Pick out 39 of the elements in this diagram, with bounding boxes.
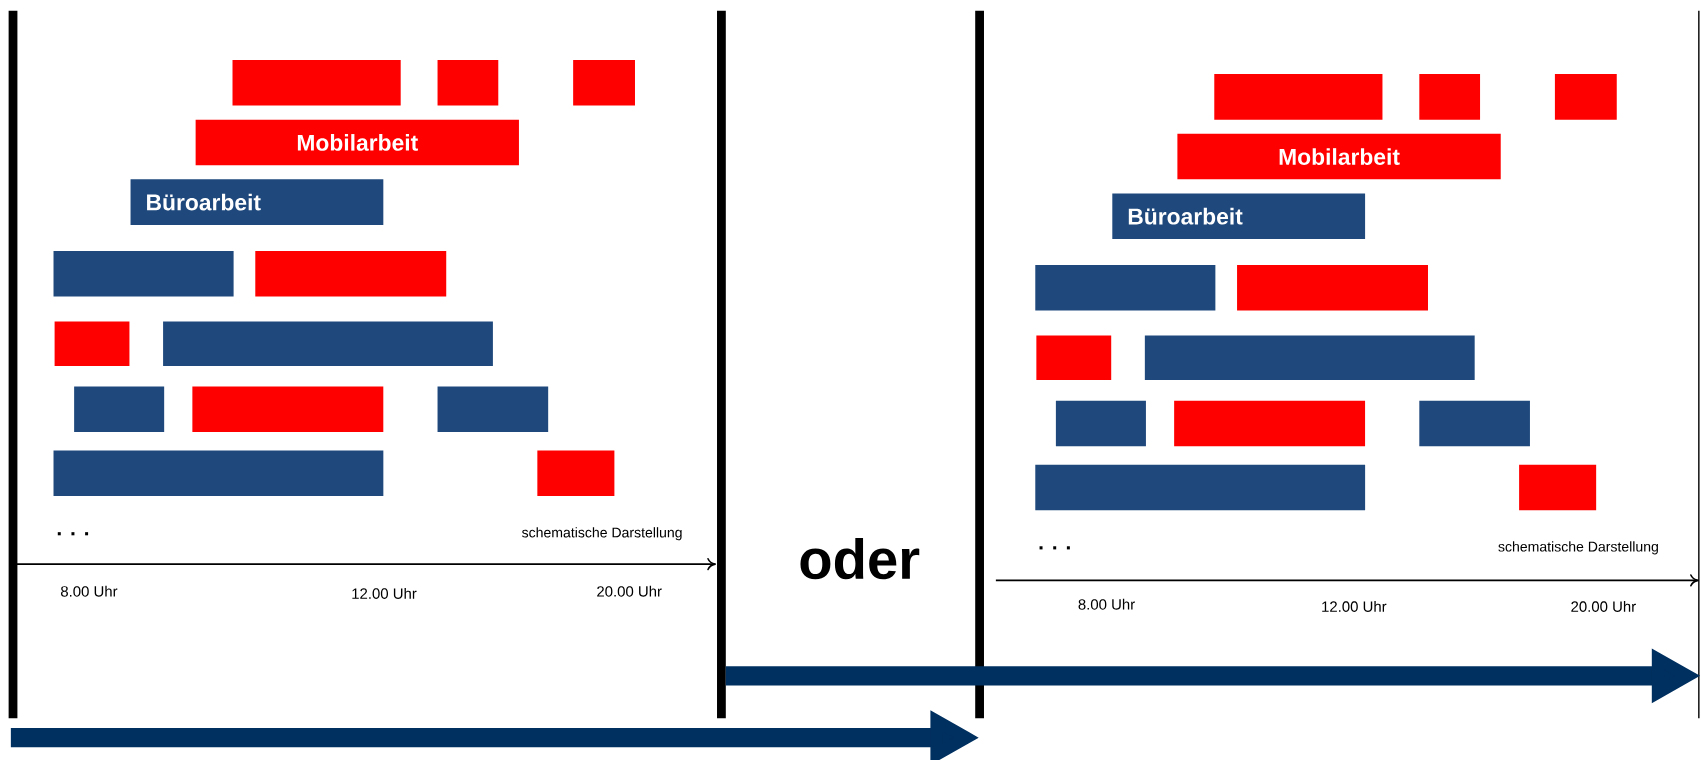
time-bar [1144, 335, 1475, 380]
time-label: 20.00 Uhr [1571, 600, 1636, 612]
time-bar [1035, 464, 1366, 510]
time-bar [437, 386, 549, 432]
time-bar [1419, 400, 1530, 446]
time-bar: Mobilarbeit [1177, 133, 1501, 180]
time-label: 12.00 Uhr [1322, 600, 1387, 612]
time-bar [1174, 400, 1366, 446]
time-bar: Büroarbeit [130, 179, 384, 225]
time-bar [163, 321, 493, 366]
time-bar [1419, 73, 1481, 120]
time-bar [54, 321, 130, 366]
time-bar [573, 59, 635, 106]
time-label: 8.00 Uhr [61, 585, 118, 597]
time-bar [255, 250, 447, 297]
time-label: 20.00 Uhr [597, 585, 662, 597]
time-bar [1036, 335, 1112, 380]
time-bar [1055, 400, 1146, 446]
time-bar [1035, 264, 1216, 311]
time-bar [53, 450, 384, 496]
conjunction-text: oder [800, 537, 920, 580]
time-bar [74, 386, 165, 432]
time-bar: Mobilarbeit [195, 119, 519, 165]
time-bar [53, 250, 234, 297]
time-bar [1519, 464, 1597, 510]
time-bar [1554, 73, 1617, 120]
time-bar [192, 386, 384, 432]
time-bar [232, 59, 401, 106]
time-label: 12.00 Uhr [352, 587, 417, 599]
time-bar [1214, 73, 1383, 120]
time-bar [1237, 264, 1428, 311]
ellipsis-text: . . . [57, 531, 89, 536]
note-text: schematische Darstellung [522, 526, 682, 541]
time-bar: Büroarbeit [1112, 193, 1366, 239]
time-bar [437, 59, 499, 106]
time-bar [537, 450, 615, 496]
ellipsis-text: . . . [1039, 546, 1070, 550]
note-text: schematische Darstellung [1498, 541, 1658, 555]
time-label: 8.00 Uhr [1078, 598, 1135, 610]
